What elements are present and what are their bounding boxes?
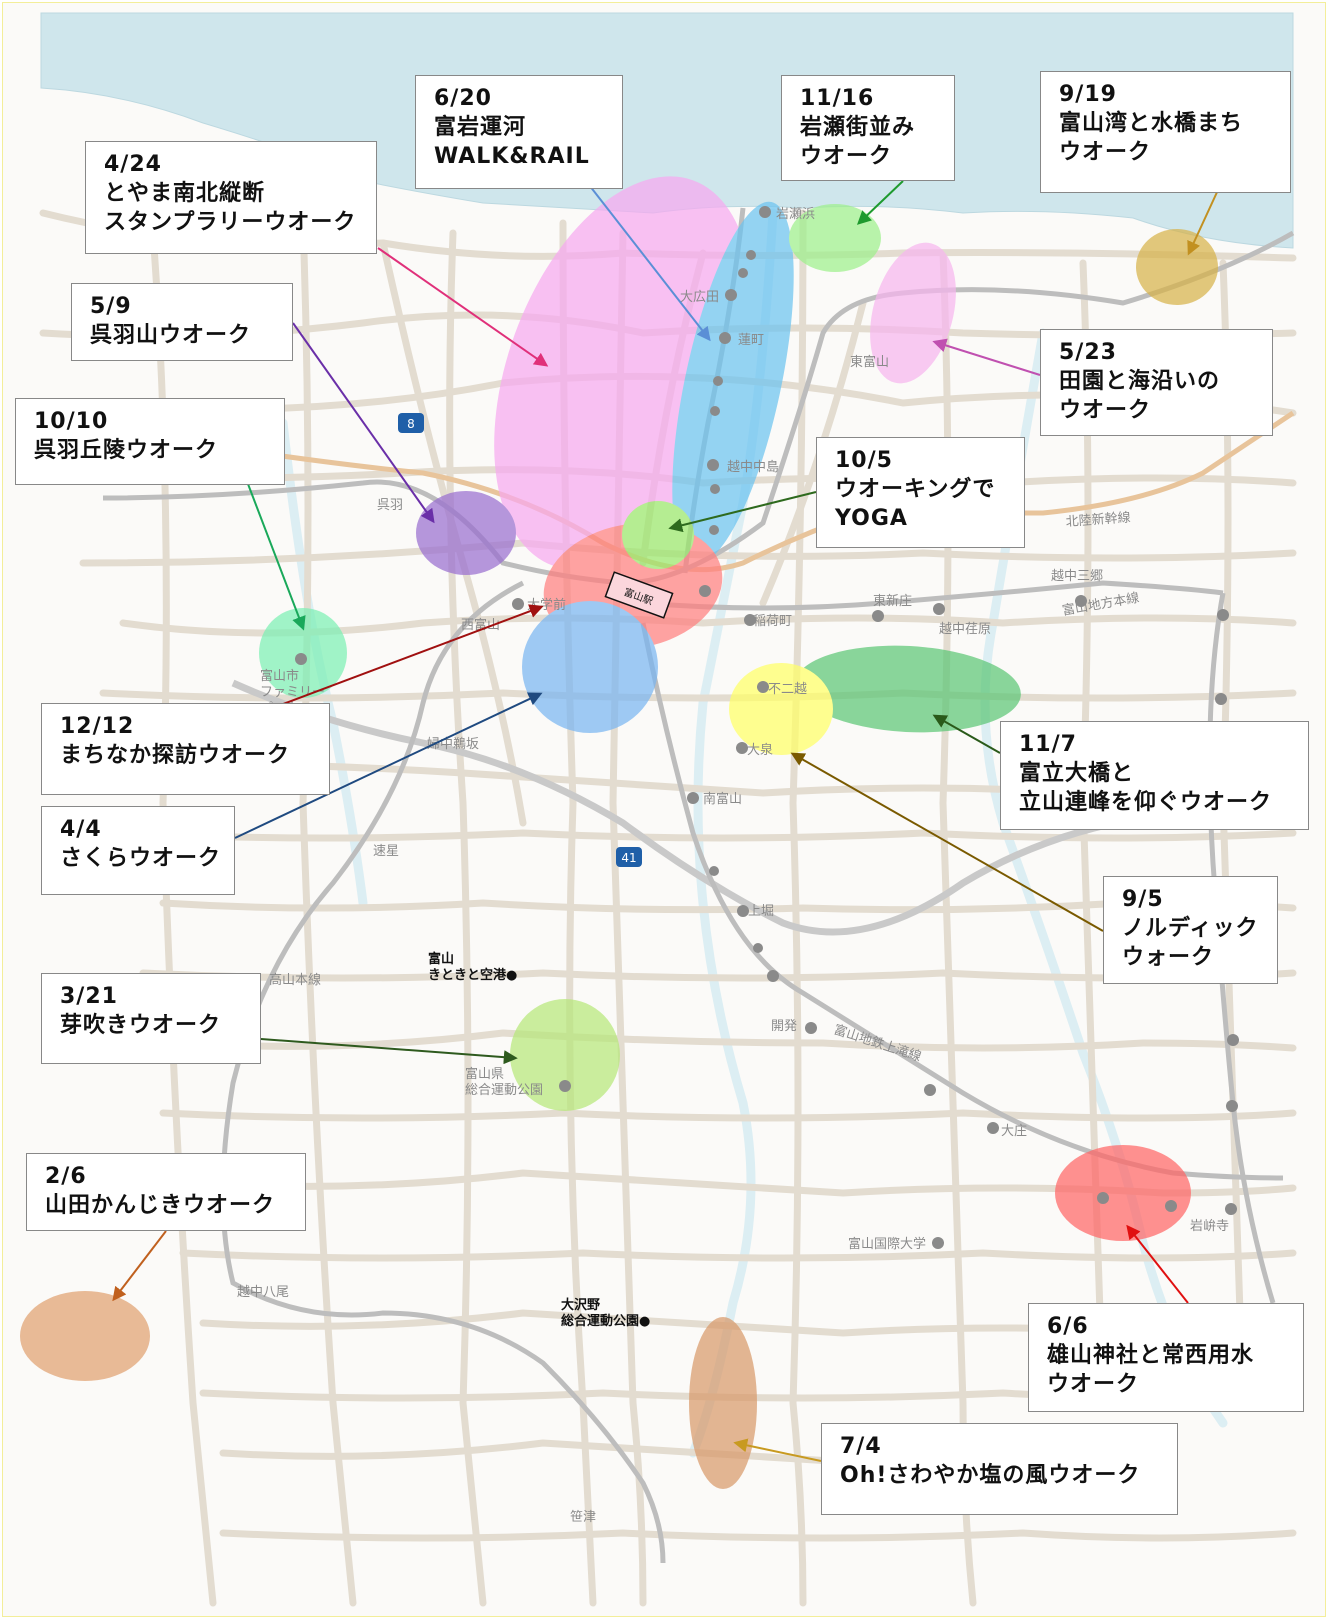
svg-text:北陸新幹線: 北陸新幹線 [1065,509,1131,529]
svg-text:岩瀬浜: 岩瀬浜 [776,207,815,222]
svg-text:8: 8 [407,417,415,431]
hokuriku-shinkansen-line [192,410,1295,573]
sports-park-label: 富山県総合運動公園 [465,1066,543,1098]
route-41-shield: 41 [616,847,642,867]
svg-text:稲荷町: 稲荷町 [753,614,792,629]
svg-text:富山国際大学: 富山国際大学 [848,1236,926,1252]
airport-label: 富山きときと空港● [428,951,517,983]
route-8-shield: 8 [398,413,424,433]
arrow-0509 [292,322,435,524]
arrow-1005 [668,491,817,533]
svg-text:大広田: 大広田 [680,290,719,305]
arrow-0523 [932,338,1041,376]
svg-text:越中荏原: 越中荏原 [939,622,991,637]
svg-text:大泉: 大泉 [747,742,773,758]
svg-text:笹津: 笹津 [570,1509,596,1525]
zone-0919 [1136,229,1218,305]
svg-text:速星: 速星 [373,844,399,859]
callout-arrows [112,180,1219,1462]
svg-text:東富山: 東富山 [850,354,889,370]
svg-text:西富山: 西富山 [461,617,500,633]
svg-text:岩峅寺: 岩峅寺 [1190,1219,1229,1234]
svg-text:東新庄: 東新庄 [873,593,912,609]
arrow-1212 [237,604,544,722]
arrow-0919 [1187,189,1219,256]
zone-0404 [522,601,658,733]
zone-0321 [510,999,620,1111]
arrow-1116 [856,180,904,225]
zone-0905 [729,663,833,755]
zone-0704 [689,1317,757,1489]
svg-text:南富山: 南富山 [703,791,742,807]
arrow-1010 [247,483,306,631]
zone-1010 [259,608,347,698]
svg-text:開発: 開発 [771,1019,797,1034]
zone-0509 [416,491,516,575]
ozawano-park-label: 大沢野総合運動公園● [561,1297,650,1329]
svg-text:越中中島: 越中中島 [727,460,779,475]
svg-text:41: 41 [621,851,636,865]
svg-text:婦中鵜坂: 婦中鵜坂 [427,736,479,752]
svg-text:高山本線: 高山本線 [269,972,321,988]
arrow-0606 [1126,1224,1189,1304]
svg-text:呉羽: 呉羽 [377,498,403,513]
svg-text:蓮町: 蓮町 [738,333,764,348]
arrow-0905 [790,752,1104,932]
svg-text:越中三郷: 越中三郷 [1051,569,1103,584]
event-zones [20,176,1218,1489]
zone-0606 [1055,1145,1191,1241]
zone-0206 [20,1291,150,1381]
zone-0424 [672,201,794,565]
place-labels: 富山市ファミリーパーク 富山きときと空港● 富山県総合運動公園 大沢野総合運動公… [260,668,650,1329]
arrow-0620 [585,180,711,342]
arrow-0704 [733,1438,822,1462]
svg-text:富山地方本線: 富山地方本線 [1061,590,1141,619]
zone-1005 [622,501,694,569]
zone-1107 [795,645,1021,733]
arrow-0404 [234,692,543,839]
arrow-1107 [932,714,1001,754]
arrow-0206 [112,1230,167,1302]
arrow-0424 [377,247,549,367]
svg-text:大庄: 大庄 [1001,1123,1027,1139]
svg-text:不二越: 不二越 [768,682,807,697]
arrow-0321 [260,1038,518,1065]
svg-text:越中八尾: 越中八尾 [237,1285,289,1300]
svg-text:上堀: 上堀 [748,904,774,919]
toyama-station-marker: 富山駅 [604,571,674,619]
